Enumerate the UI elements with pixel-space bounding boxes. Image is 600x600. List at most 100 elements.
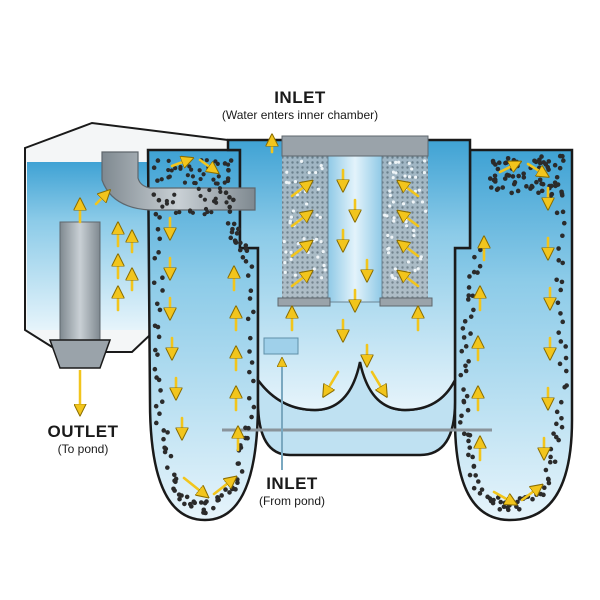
media-bead	[478, 247, 483, 253]
media-bead	[542, 485, 547, 490]
media-bead	[225, 221, 231, 226]
media-bead	[559, 424, 565, 430]
media-bead	[178, 166, 183, 171]
media-bead	[198, 500, 204, 505]
media-bead	[161, 428, 167, 433]
media-bead	[240, 255, 246, 260]
media-bead	[189, 167, 194, 172]
media-bead	[166, 158, 171, 163]
media-bead	[207, 187, 212, 193]
media-bead	[487, 176, 493, 181]
media-bead	[540, 181, 546, 187]
media-bead	[554, 409, 560, 415]
media-bead	[546, 159, 552, 164]
media-bead	[155, 324, 161, 330]
media-bead	[159, 399, 165, 405]
media-bead	[471, 463, 477, 469]
media-bead	[465, 407, 471, 413]
media-bead	[172, 472, 177, 478]
media-bead	[502, 500, 508, 506]
media-bead	[227, 195, 232, 200]
media-bead	[155, 178, 160, 183]
media-bead	[463, 344, 469, 349]
screen-bubble	[422, 170, 427, 175]
media-bead	[251, 404, 257, 410]
media-bead	[560, 319, 566, 325]
media-bead	[223, 190, 229, 196]
media-bead	[197, 168, 202, 173]
screen-bubble	[394, 160, 398, 164]
screen-bubble	[291, 209, 296, 213]
media-bead	[556, 258, 562, 263]
media-bead	[521, 175, 527, 180]
screen-bubble	[306, 250, 310, 255]
screen-bubble	[285, 170, 289, 174]
media-bead	[153, 347, 158, 353]
flow-arrow-icon	[402, 214, 420, 228]
media-bead	[176, 492, 182, 497]
media-bead	[155, 352, 160, 357]
filter-bottom-plate-left	[277, 297, 331, 307]
media-bead	[534, 179, 539, 185]
media-bead	[152, 255, 158, 261]
screen-bubble	[407, 161, 411, 165]
media-bead	[227, 490, 232, 495]
media-bead	[496, 160, 502, 165]
flow-arrow-icon	[94, 194, 106, 206]
media-bead	[554, 277, 559, 283]
media-bead	[172, 192, 177, 197]
media-bead	[211, 505, 216, 511]
screen-bubble	[414, 175, 418, 179]
media-bead	[216, 174, 221, 179]
media-bead	[173, 166, 178, 171]
media-bead	[154, 420, 159, 426]
media-bead	[530, 496, 535, 502]
flow-arrow-icon	[290, 274, 308, 288]
media-bead	[468, 314, 474, 319]
flow-arrow-icon	[402, 274, 420, 288]
media-bead	[165, 465, 170, 470]
media-bead	[182, 180, 188, 185]
media-bead	[512, 180, 518, 185]
media-bead	[177, 209, 182, 215]
media-bead	[190, 210, 195, 215]
media-bead	[564, 368, 569, 374]
media-bead	[154, 301, 160, 307]
media-bead	[190, 174, 196, 179]
media-bead	[247, 335, 253, 341]
media-bead	[462, 319, 468, 324]
media-bead	[560, 209, 566, 215]
media-bead	[249, 264, 255, 269]
media-bead	[563, 344, 568, 349]
media-bead	[554, 210, 560, 216]
media-bead	[556, 330, 562, 335]
media-bead	[231, 221, 237, 227]
media-bead	[558, 339, 564, 344]
media-bead	[554, 421, 559, 427]
media-bead	[548, 454, 553, 460]
media-bead	[467, 274, 472, 279]
media-bead	[457, 420, 463, 425]
media-bead	[556, 246, 561, 251]
media-bead	[561, 220, 567, 226]
screen-bubble	[289, 215, 294, 219]
screen-bubble	[417, 188, 422, 192]
media-bead	[234, 231, 240, 236]
media-bead	[461, 398, 467, 404]
media-bead	[248, 288, 254, 294]
screen-bubble	[411, 200, 415, 204]
media-bead	[557, 361, 563, 367]
media-bead	[153, 403, 159, 409]
media-bead	[251, 309, 256, 315]
screen-bubble	[386, 251, 391, 255]
screen-bubble	[391, 176, 395, 180]
media-bead	[559, 279, 565, 285]
screen-bubble	[393, 267, 398, 271]
media-bead	[479, 487, 485, 492]
screen-bubble	[388, 193, 392, 198]
screen-bubble	[404, 220, 408, 224]
filter-bottom-plate-right	[379, 297, 433, 307]
media-bead	[559, 415, 564, 421]
screen-bubble	[424, 209, 428, 213]
media-bead	[215, 181, 220, 186]
